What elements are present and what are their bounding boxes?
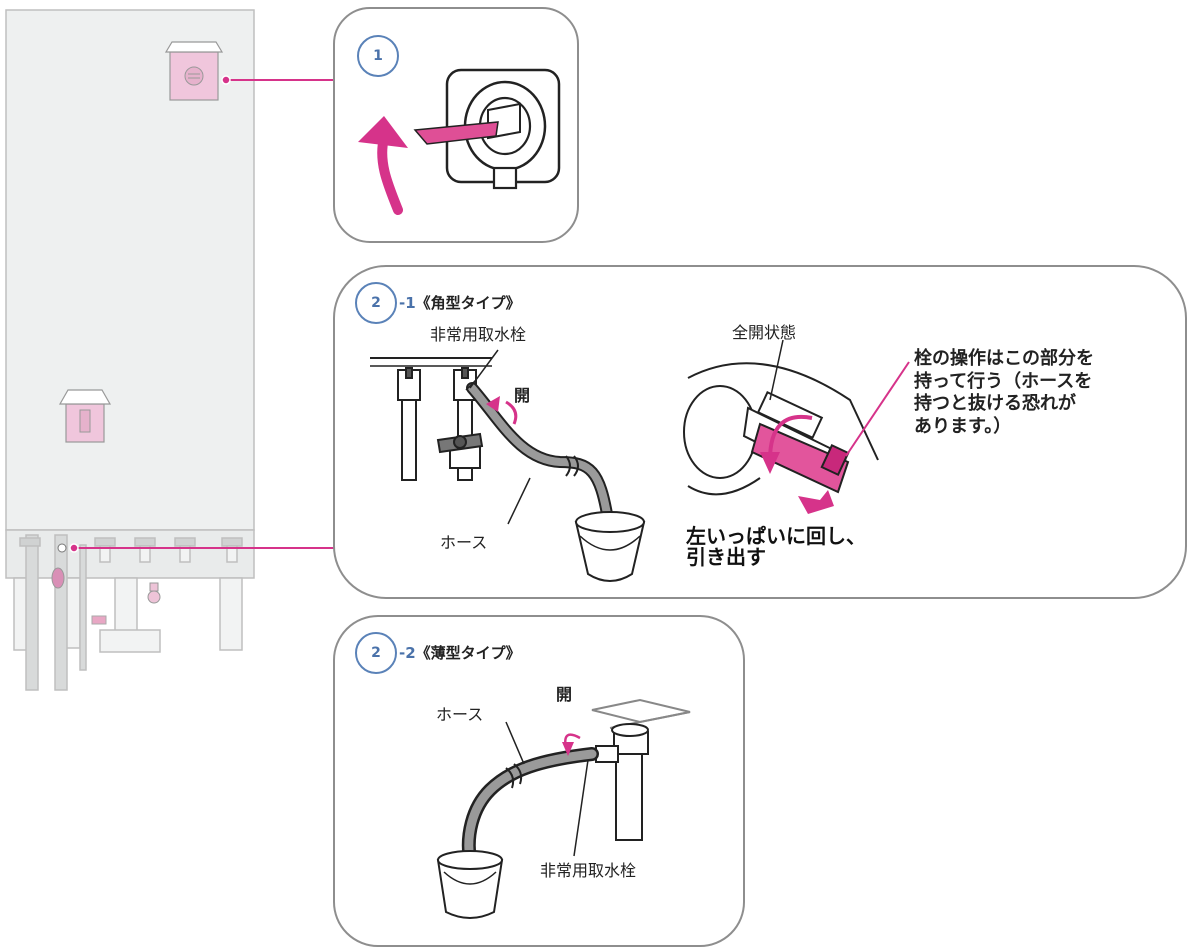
step2b-type-label: 《薄型タイプ》 (415, 644, 521, 662)
step2b-valve-label: 非常用取水栓 (540, 861, 637, 880)
middle-cover-highlight (58, 389, 112, 443)
upper-cover-highlight (164, 41, 224, 101)
step2a-number-badge: 2 (355, 282, 397, 324)
step2a-instruction: 左いっぱいに回し、 引き出す (686, 526, 866, 568)
step2a-valve-illustration (370, 349, 646, 582)
step2b-number-badge: 2 (355, 632, 397, 674)
step2b-hose-label: ホース (436, 705, 484, 724)
pointer-lines (74, 79, 335, 549)
water-heater-unit (5, 9, 255, 691)
step2a-suffix: -1 (399, 294, 416, 312)
step2a-note-line: 持つと抜ける恐れが (914, 393, 1076, 414)
pointer-dot-upper (221, 75, 231, 85)
step1-number-badge: 1 (357, 35, 399, 77)
step2a-instruction-line: 左いっぱいに回し、 (686, 524, 866, 548)
bottom-valve-highlight (51, 543, 161, 625)
step2a-hose-label: ホース (440, 533, 488, 552)
step2a-note-line: あります。） (914, 415, 1012, 437)
step2b-open-label: 開 (556, 685, 573, 704)
step2a-open-label: 開 (514, 386, 531, 405)
step2a-note-line: 持って行う（ホースを (914, 370, 1093, 392)
step2a-note: 栓の操作はこの部分を 持って行う（ホースを 持つと抜ける恐れが あります。） (914, 348, 1094, 438)
step2a-full-open-label: 全開状態 (732, 323, 797, 342)
step2b-panel (333, 615, 745, 947)
step2a-valve-label: 非常用取水栓 (430, 325, 527, 344)
step2b-valve-illustration (436, 698, 691, 919)
step2a-type-label: 《角型タイプ》 (415, 294, 521, 312)
pointer-dot-lower (69, 543, 79, 553)
step2a-closeup-illustration (683, 339, 910, 514)
step2a-instruction-line: 引き出す (686, 545, 766, 569)
step2b-header: -2《薄型タイプ》 (399, 642, 521, 663)
step2a-header: -1《角型タイプ》 (399, 292, 521, 313)
step1-lever-illustration (358, 68, 561, 215)
step2b-suffix: -2 (399, 644, 416, 662)
step2a-note-line: 栓の操作はこの部分を (914, 348, 1094, 369)
